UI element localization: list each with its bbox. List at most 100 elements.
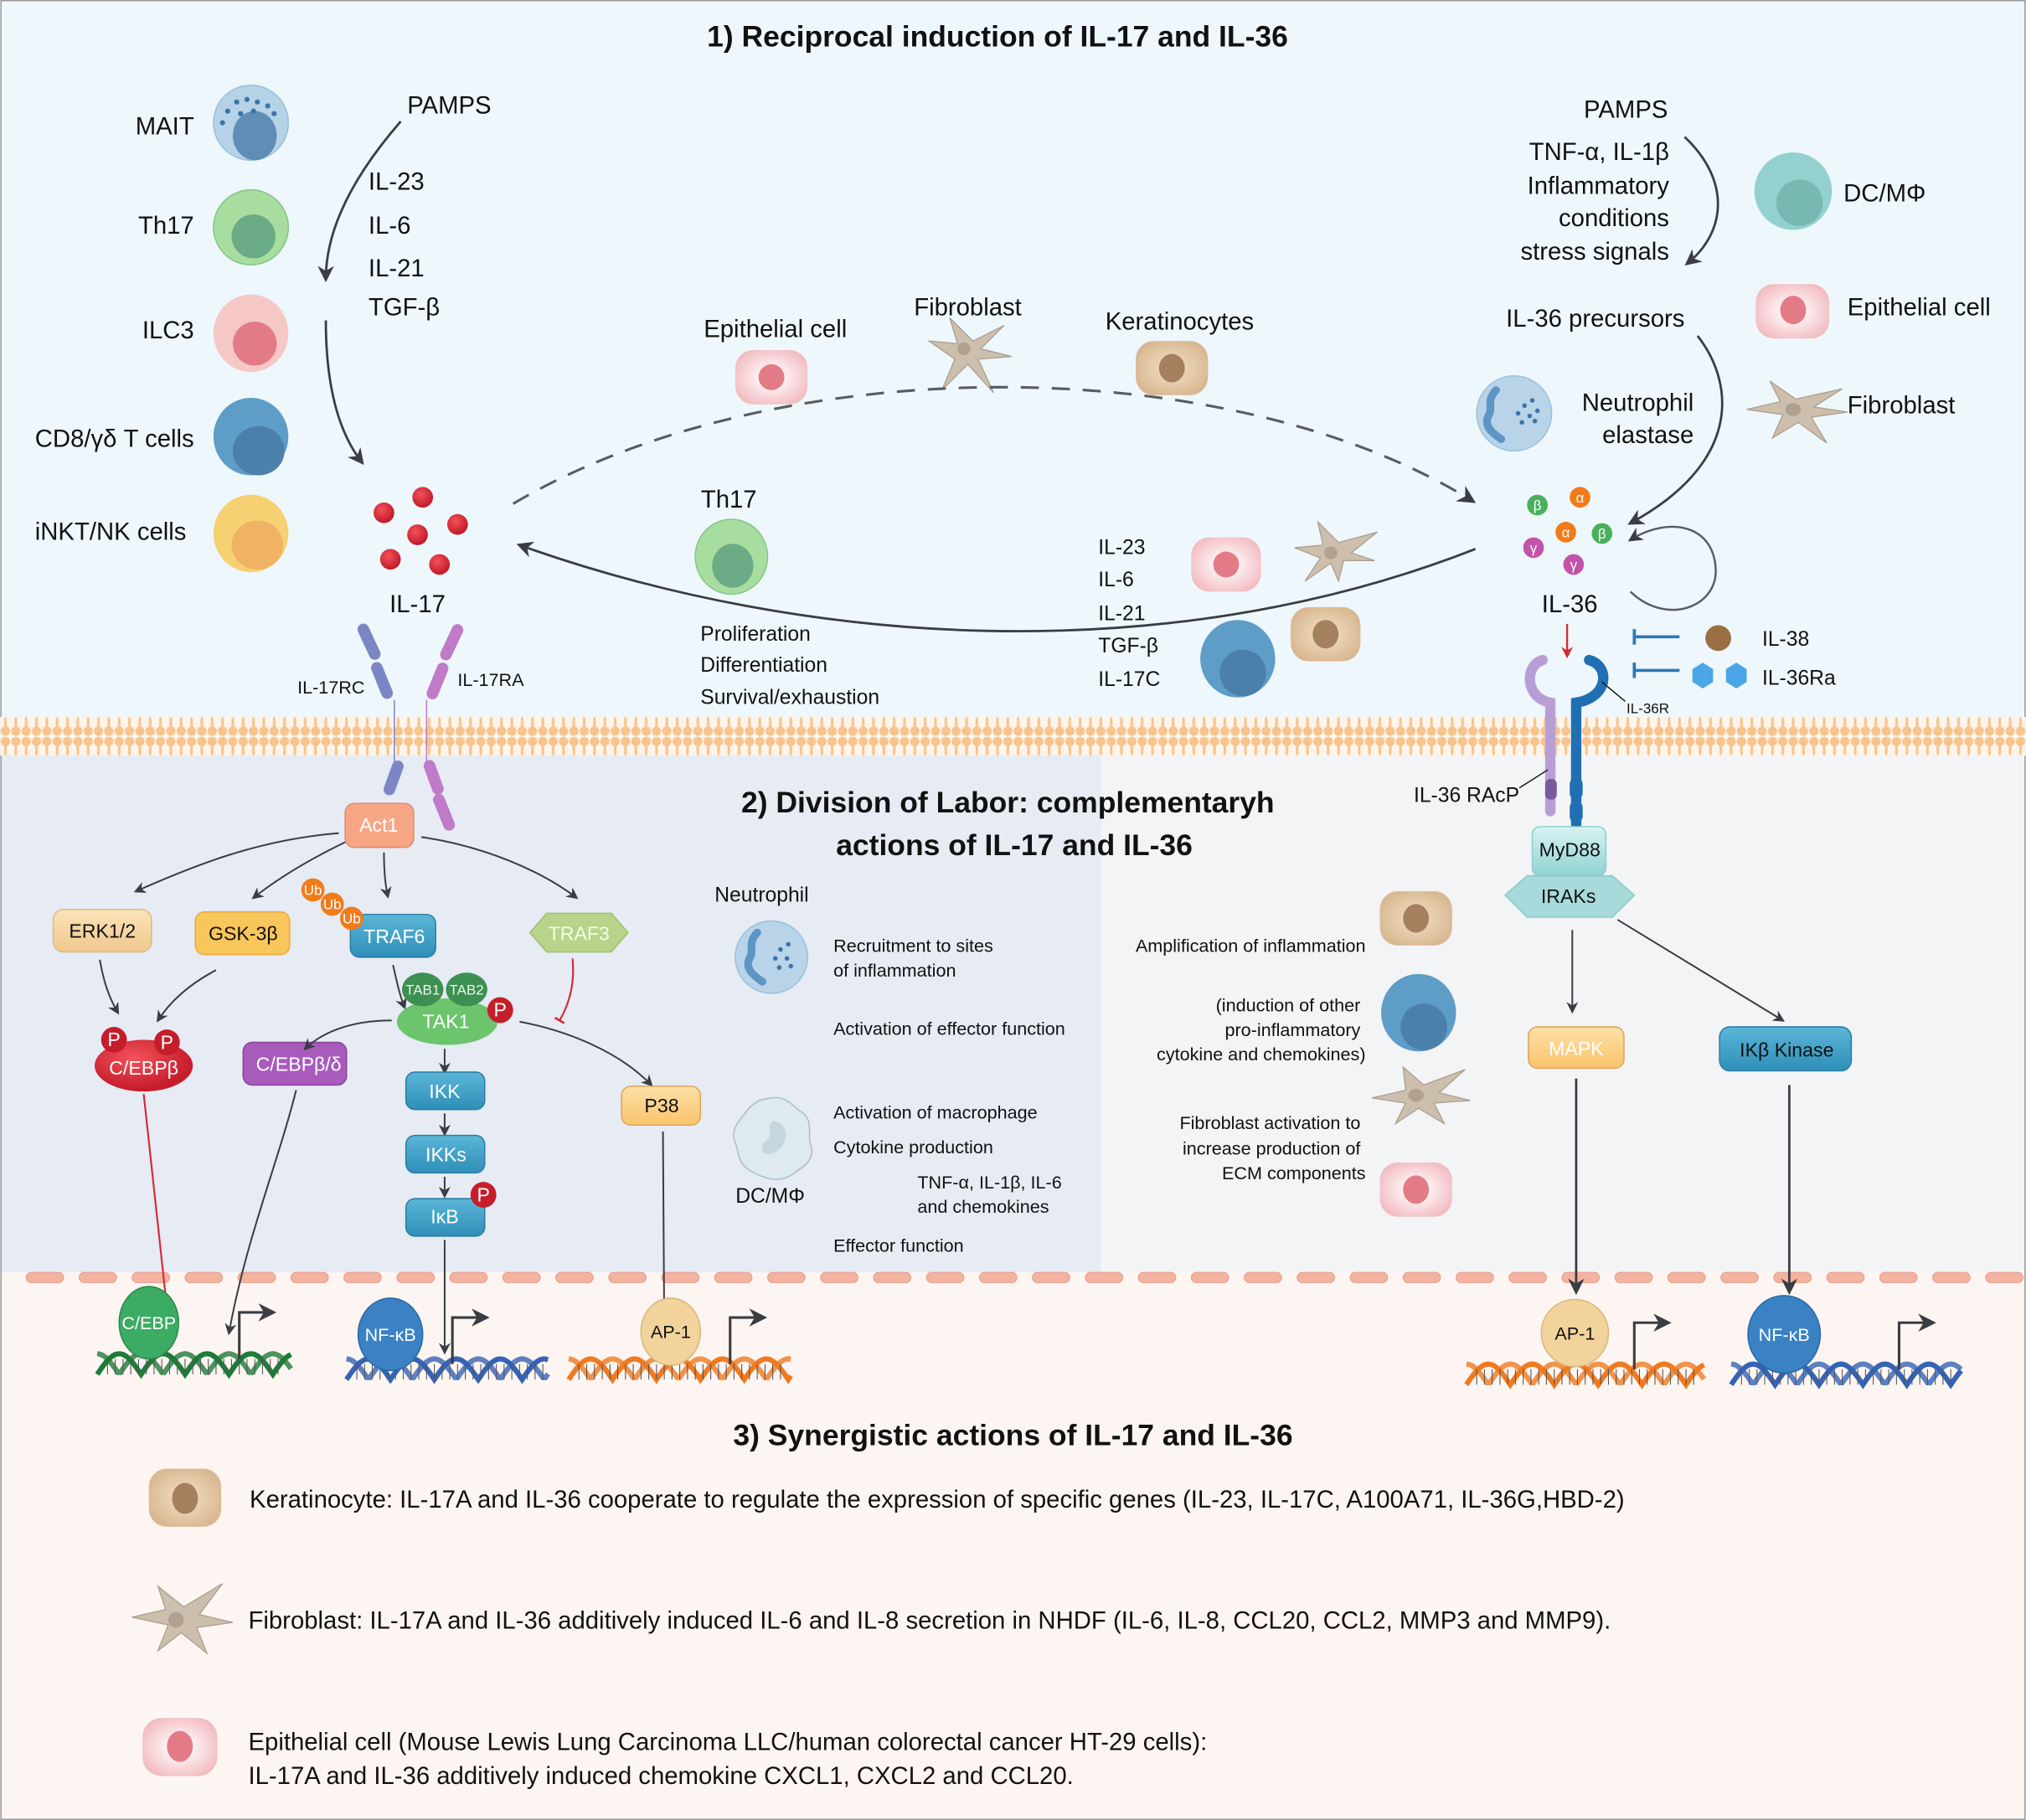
- middle-cd8-icon: [1200, 620, 1276, 698]
- iraks-node: IRAKs: [1503, 874, 1636, 918]
- svg-text:Ub: Ub: [304, 883, 322, 899]
- tf-cebp: C/EBP: [118, 1286, 179, 1360]
- svg-text:C/EBPβ: C/EBPβ: [109, 1057, 178, 1079]
- cell-membrane: [0, 716, 2026, 756]
- il17ra-receptor-icon: [423, 624, 464, 831]
- svg-text:P: P: [477, 1183, 489, 1205]
- extracellular-region: [0, 0, 2026, 724]
- il38-inhibit: [1632, 629, 1680, 645]
- effect-fibroblast-3: ECM components: [1222, 1163, 1366, 1183]
- ikb-kinase-node: IKβ Kinase: [1719, 1026, 1853, 1072]
- tf-ap1-left: AP-1: [640, 1297, 702, 1366]
- svg-text:NF-κB: NF-κB: [1759, 1324, 1810, 1345]
- cell-label-mait: MAIT: [136, 112, 194, 140]
- section3-title: 3) Synergistic actions of IL-17 and IL-3…: [733, 1419, 1292, 1452]
- section3-fibroblast-icon: [131, 1583, 234, 1655]
- svg-text:P: P: [494, 999, 507, 1021]
- section3-item-fibroblast: Fibroblast: IL-17A and IL-36 additively …: [249, 1607, 1611, 1635]
- il36ra-inhibit: [1632, 663, 1680, 678]
- nuclear-membrane-segment: [131, 1271, 170, 1283]
- il36-label: IL-36: [1542, 590, 1598, 618]
- cell-label-ilc3: ILC3: [142, 317, 194, 344]
- middle-cytokine-il21: IL-21: [1098, 602, 1145, 625]
- middle-keratinocytes-label: Keratinocytes: [1106, 307, 1255, 335]
- nuclear-membrane-segment: [396, 1271, 436, 1283]
- effect-induction-1: (induction of other: [1216, 995, 1361, 1016]
- left-cytokine-il6: IL-6: [369, 212, 410, 240]
- gsk3b-node: GSK-3β: [194, 911, 291, 956]
- il36-cytokine-icon: β α α β γ γ: [1523, 487, 1613, 575]
- inkt-nk-cell-icon: [213, 494, 289, 573]
- il17rc-label: IL-17RC: [297, 677, 364, 698]
- right-stimulus-stress: stress signals: [1520, 238, 1668, 266]
- left-cell-list: MAIT Th17 ILC3 CD8/γδ T cells iNKT/NK ce…: [35, 85, 290, 573]
- nuclear-membrane-segment: [184, 1271, 224, 1283]
- nuclear-membrane-segment: [661, 1271, 700, 1283]
- svg-text:α: α: [1576, 490, 1585, 506]
- nuclear-membrane-segment: [25, 1271, 64, 1283]
- svg-text:GSK-3β: GSK-3β: [209, 923, 278, 945]
- nuclear-membrane-segment: [1190, 1271, 1230, 1283]
- mapk-node: MAPK: [1528, 1026, 1625, 1070]
- nuclear-membrane-segment: [1402, 1271, 1441, 1283]
- mait-cell-icon: [213, 85, 290, 162]
- transcription-start-arrow-icon: [729, 1308, 768, 1364]
- middle-cytokine-il6: IL-6: [1098, 569, 1134, 591]
- cell-label-th17: Th17: [138, 212, 194, 240]
- nuclear-membrane-segment: [1614, 1271, 1653, 1283]
- il17ra-label: IL-17RA: [457, 669, 524, 690]
- transcription-start-arrow-icon: [1632, 1313, 1672, 1369]
- effect-fibroblast-2: increase production of: [1183, 1138, 1361, 1159]
- right-stimulus-tnf: TNF-α, IL-1β: [1529, 138, 1669, 166]
- right-cell-label-epithelial: Epithelial cell: [1848, 293, 1991, 321]
- il38-icon: [1705, 625, 1731, 652]
- il17-label: IL-17: [389, 590, 446, 618]
- dc-macrophage-icon: [1754, 152, 1833, 230]
- middle-fibroblast-icon: [927, 317, 1013, 394]
- svg-text:ERK1/2: ERK1/2: [69, 920, 136, 942]
- nuclear-membrane-segment: [873, 1271, 912, 1283]
- cebpbd-node: C/EBPβ/δ: [242, 1041, 348, 1086]
- svg-text:γ: γ: [1530, 540, 1538, 556]
- il38-label: IL-38: [1762, 628, 1809, 651]
- svg-text:MAPK: MAPK: [1549, 1038, 1604, 1060]
- svg-text:γ: γ: [1570, 557, 1578, 573]
- pamps-left: PAMPS: [407, 92, 491, 120]
- svg-text:TAB1: TAB1: [405, 982, 440, 998]
- il36ra-label: IL-36Ra: [1762, 667, 1836, 689]
- th17-effect-proliferation: Proliferation: [700, 623, 811, 646]
- traf6-node: TRAF6: [349, 914, 436, 958]
- tf-ap1-right: AP-1: [1540, 1298, 1610, 1368]
- il17-cytokine-icon: [374, 487, 468, 575]
- svg-text:MyD88: MyD88: [1539, 838, 1601, 860]
- nuclear-membrane-segment: [1349, 1271, 1389, 1283]
- svg-text:TAK1: TAK1: [422, 1011, 469, 1033]
- il36-autocrine-loop-arrow: [1627, 525, 1717, 611]
- transcription-start-arrow-icon: [1897, 1313, 1936, 1369]
- il36-racp-label: IL-36 RAcP: [1414, 785, 1519, 807]
- ikk-node: IKK: [405, 1071, 486, 1111]
- neutrophil-icon: [735, 920, 809, 994]
- nuclear-membrane-segment: [290, 1271, 329, 1283]
- section3-item-epithelial-line2: IL-17A and IL-36 additively induced chem…: [249, 1762, 1074, 1790]
- middle-th17-icon: [694, 518, 769, 595]
- dc-effect-tnf: TNF-α, IL-1β, IL-6: [917, 1172, 1061, 1193]
- il36r-receptor-icon: [1570, 654, 1609, 830]
- nuclear-membrane-segment: [237, 1271, 276, 1283]
- th17-cell-icon: [213, 188, 290, 266]
- svg-text:Ub: Ub: [343, 911, 361, 927]
- middle-cytokine-tgfb: TGF-β: [1098, 635, 1158, 657]
- nuclear-membrane-segment: [1879, 1271, 1918, 1283]
- effect-induction-2: pro-inflammatory: [1224, 1019, 1360, 1040]
- neutrophil-effect-recruitment-1: Recruitment to sites: [833, 936, 993, 956]
- tf-nfkb-left: NF-κB: [357, 1297, 424, 1372]
- svg-text:P: P: [107, 1029, 120, 1050]
- nuclear-membrane-segment: [925, 1271, 965, 1283]
- dc-effect-cytokine: Cytokine production: [833, 1137, 993, 1157]
- nuclear-membrane-segment: [1561, 1271, 1601, 1283]
- th17-effect-survival: Survival/exhaustion: [700, 687, 879, 709]
- il36-racp-receptor-icon: [1524, 654, 1557, 817]
- neutrophil-effect-activation: Activation of effector function: [833, 1018, 1065, 1039]
- tf-nfkb-right: NF-κB: [1747, 1295, 1822, 1374]
